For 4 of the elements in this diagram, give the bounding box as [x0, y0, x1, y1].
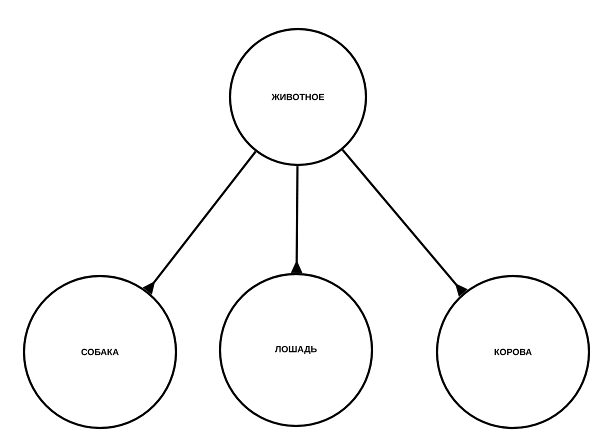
- circle-node: ЖИВОТНОЕ: [228, 28, 368, 166]
- circle-node: КОРОВА: [436, 274, 590, 430]
- circle-node: СОБАКА: [22, 274, 178, 430]
- circle-node: ЛОШАДЬ: [218, 272, 374, 428]
